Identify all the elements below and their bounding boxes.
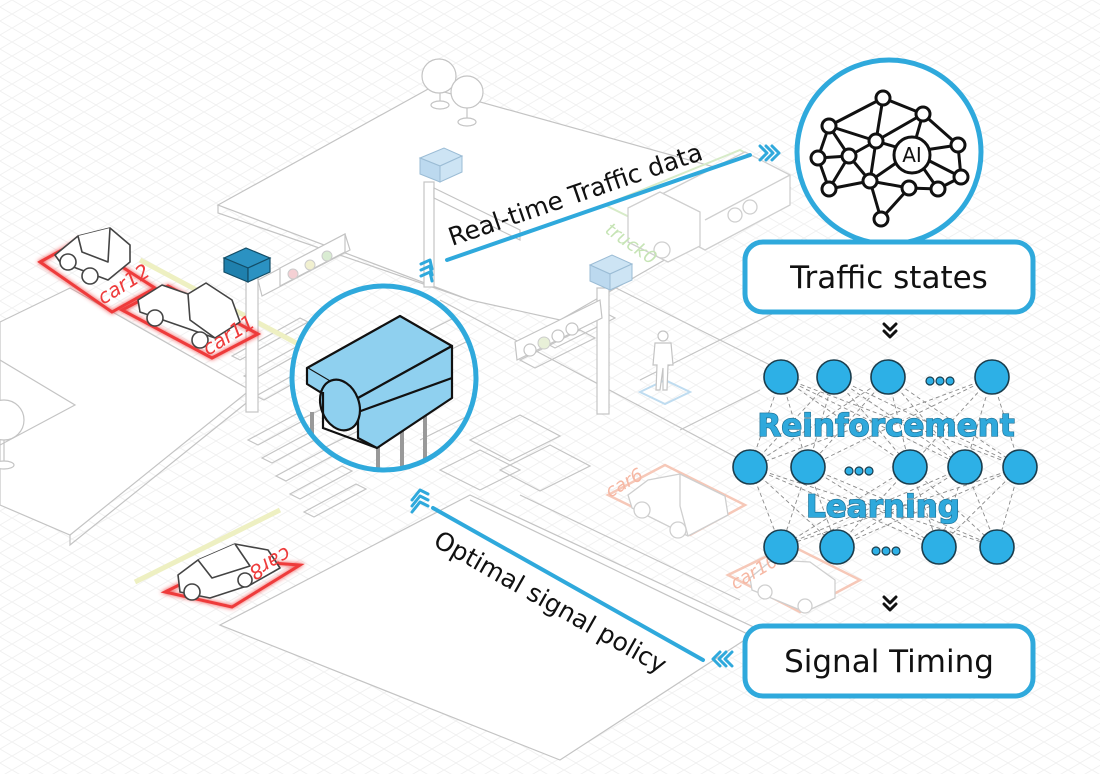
network-edge	[887, 376, 966, 468]
truck-icon: truck0	[601, 148, 791, 269]
network-edge	[807, 466, 940, 548]
neuron-layer-1	[974, 359, 1010, 395]
road-line	[519, 494, 741, 601]
neuron-layer-3	[979, 529, 1015, 565]
traffic-states-box: Traffic states	[742, 239, 1036, 315]
network-edge	[780, 466, 966, 548]
left-block	[0, 287, 252, 536]
neuron-layer-1	[816, 359, 852, 395]
road-line	[469, 499, 761, 641]
network-edge	[807, 376, 889, 468]
neuron-layer-2	[790, 449, 826, 485]
rl-network-edges	[749, 376, 1021, 548]
signal-timing-box: Signal Timing	[742, 623, 1036, 699]
plaza-edge	[217, 205, 471, 301]
double-chevron-down-icon	[882, 322, 898, 339]
network-edge	[780, 466, 911, 548]
network-edge	[836, 466, 1021, 548]
policy-flow-line	[431, 506, 705, 662]
network-edge	[909, 376, 993, 468]
network-edge	[780, 376, 966, 468]
neuron-layer-3	[763, 529, 799, 565]
road-line	[679, 389, 761, 431]
traffic-states-label: Traffic states	[789, 260, 988, 296]
cctv-camera-icon	[305, 314, 454, 450]
network-edge	[749, 376, 993, 468]
ellipsis-icon	[925, 376, 955, 386]
traffic-light-pole-left	[222, 233, 351, 413]
ai-brain-bubble: AI	[794, 57, 984, 247]
network-edge	[887, 376, 1021, 468]
rl-network-nodes	[732, 359, 1038, 565]
neuron-layer-2	[1002, 449, 1038, 485]
signal-timing-label: Signal Timing	[784, 644, 994, 680]
neuron-layer-1	[763, 359, 799, 395]
neuron-layer-3	[819, 529, 855, 565]
traffic-light-pole-right	[514, 254, 634, 415]
rl-label-reinforcement: Reinforcement	[757, 408, 1014, 444]
traffic-light-pole-top	[418, 147, 521, 288]
curb-line	[133, 507, 282, 585]
ellipsis-icon	[871, 546, 901, 556]
triple-chevron-target-icon	[410, 488, 430, 514]
network-edge	[749, 466, 838, 548]
network-edge	[807, 466, 998, 548]
neuron-layer-2	[947, 449, 983, 485]
left-block-edge	[69, 399, 251, 547]
pedestrian-icon	[637, 330, 693, 406]
neuron-layer-3	[921, 529, 957, 565]
neuron-layer-2	[892, 449, 928, 485]
detected-car-car8: car8	[160, 542, 305, 609]
brain-network-icon: AI	[809, 89, 970, 228]
road-line	[599, 279, 801, 381]
ai-badge-text: AI	[902, 143, 922, 167]
realtime-flow-line	[445, 153, 752, 262]
network-edge	[909, 466, 998, 548]
neuron-layer-1	[870, 359, 906, 395]
camera-zoom-bubble	[289, 283, 479, 473]
rl-network: Reinforcement Learning	[732, 359, 1038, 565]
network-edge	[780, 466, 1021, 548]
ellipsis-icon	[844, 466, 874, 476]
network-edge	[833, 376, 966, 468]
network-edge	[749, 466, 940, 548]
left-inner-block	[0, 359, 77, 446]
triple-chevron-source-icon	[419, 258, 434, 283]
triple-chevron-right-icon	[758, 144, 781, 162]
neuron-layer-2	[732, 449, 768, 485]
rl-label-learning: Learning	[806, 489, 960, 525]
double-chevron-down-icon	[882, 595, 898, 612]
triple-chevron-left-icon	[711, 650, 734, 668]
tree-icon	[450, 75, 484, 127]
network-edge	[938, 466, 1021, 548]
tree-icon	[421, 58, 457, 110]
network-edge	[780, 376, 911, 468]
network-edge	[807, 376, 993, 468]
car-icon: car6	[602, 463, 748, 539]
tree-icon	[0, 399, 25, 470]
